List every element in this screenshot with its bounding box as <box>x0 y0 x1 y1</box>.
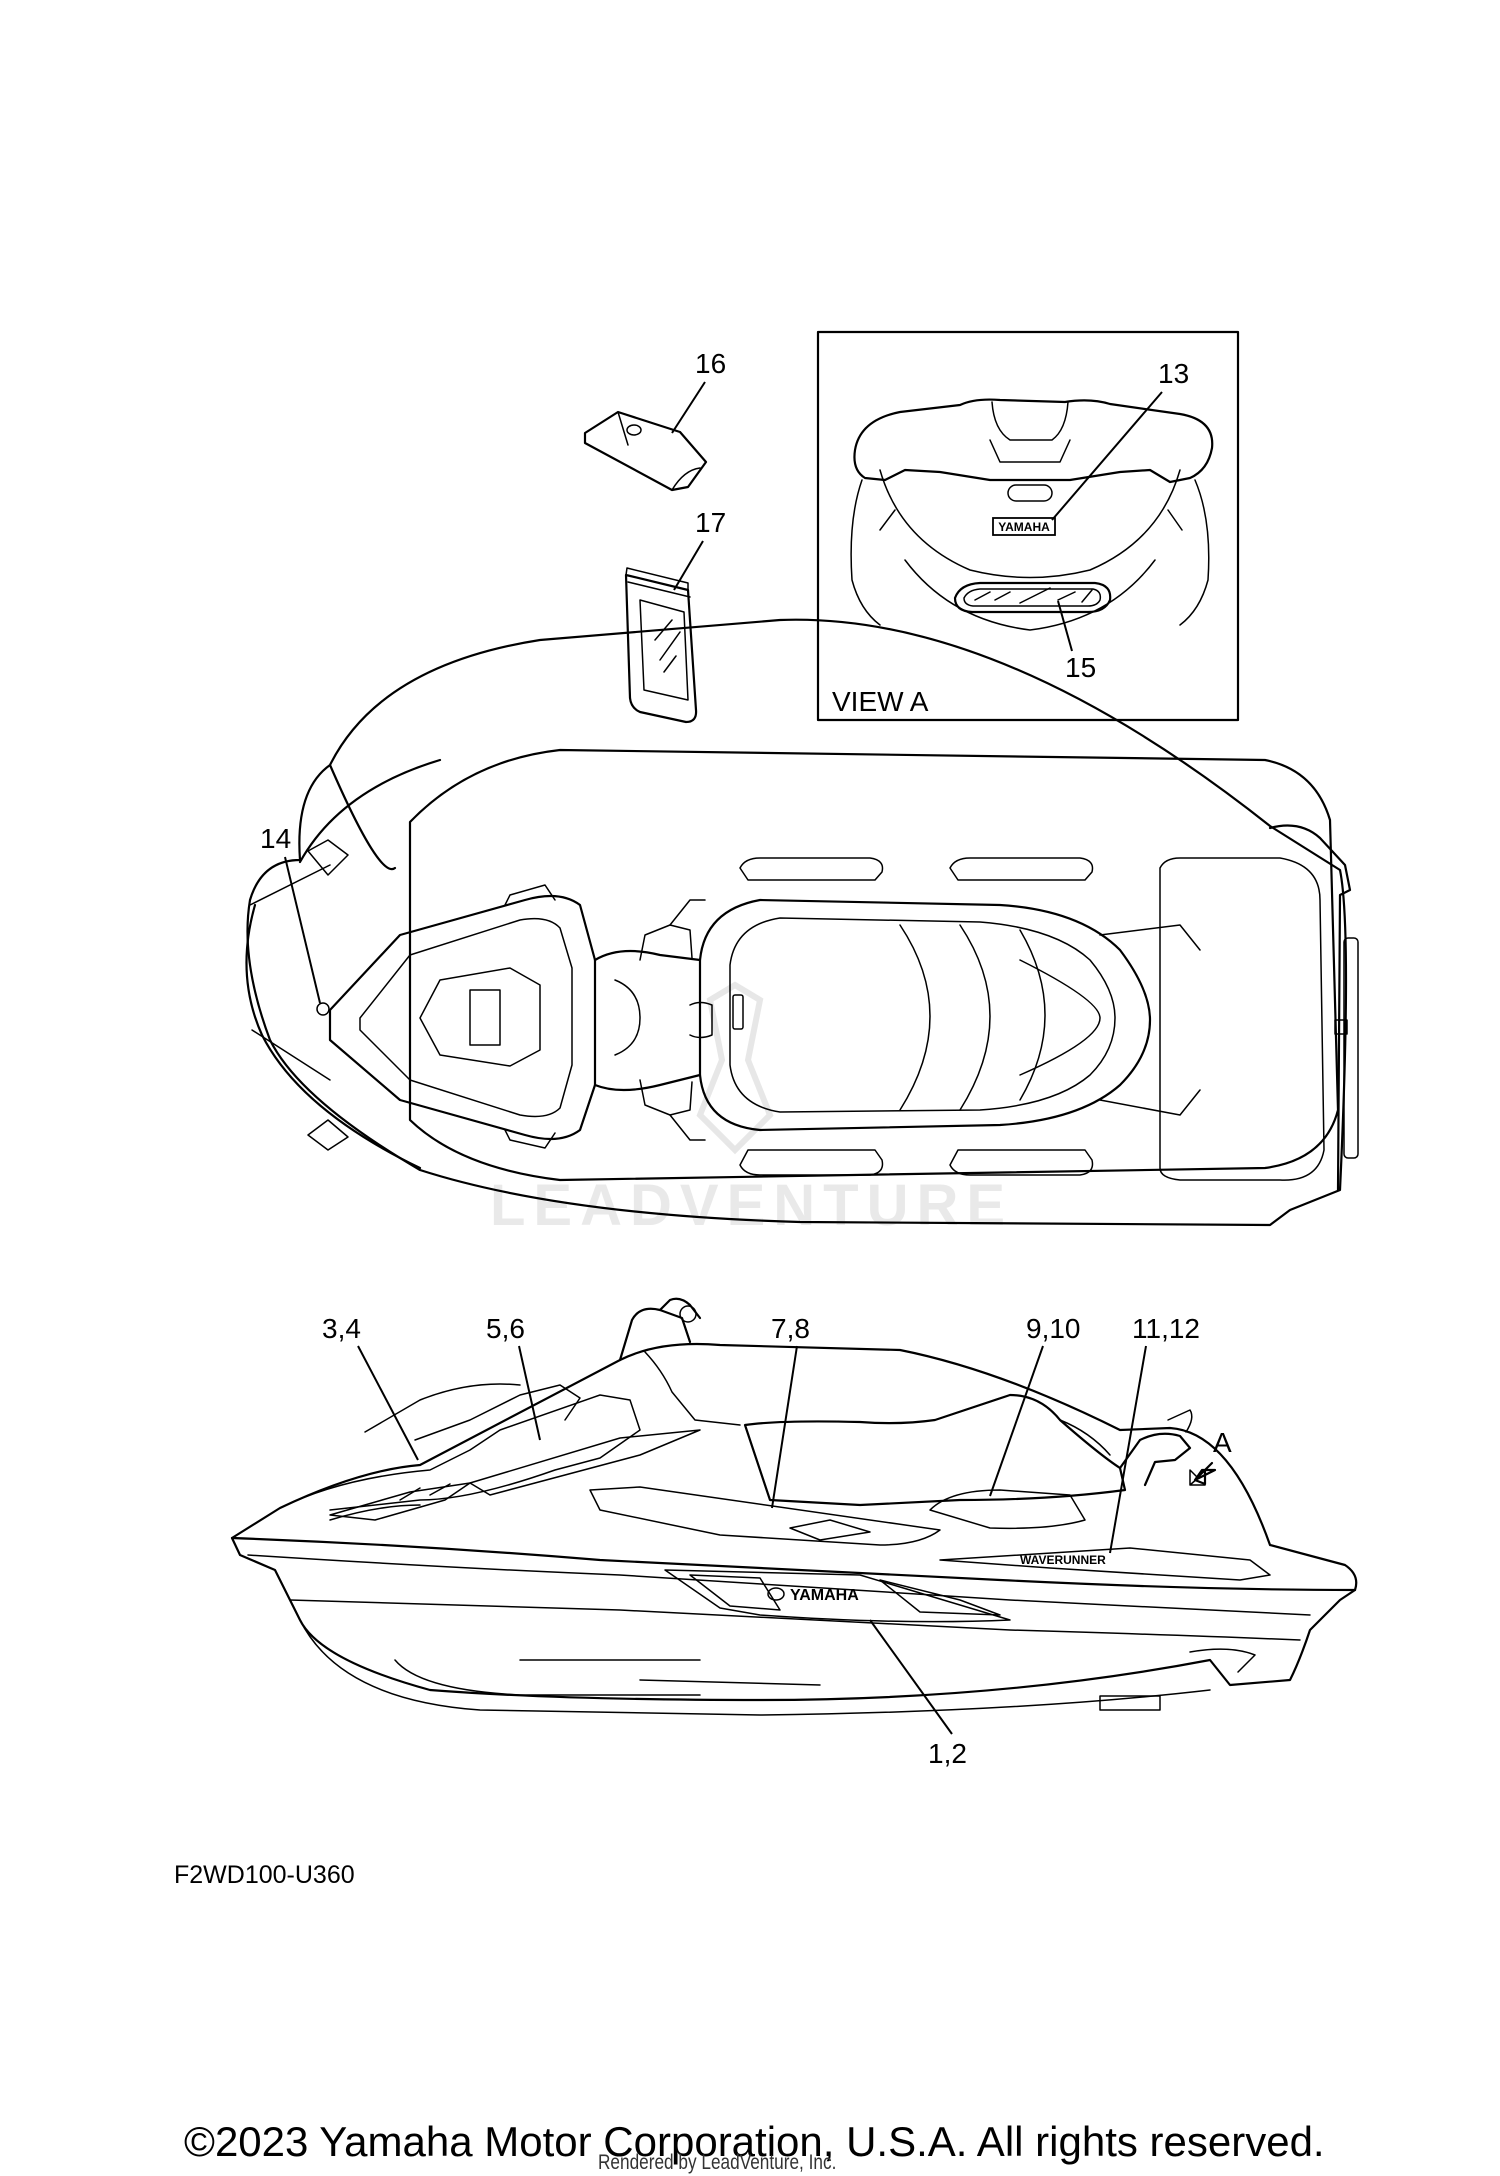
rendered-by-text: Rendered by LeadVenture, Inc. <box>598 2151 837 2174</box>
watermark-text: LEADVENTURE <box>490 1173 1013 1238</box>
leader-17 <box>673 540 704 591</box>
waverunner-text: WAVERUNNER <box>1020 1553 1106 1567</box>
leadventure-watermark: LEADVENTURE <box>490 981 1013 1238</box>
callout-5-6: 5,6 <box>486 1313 525 1344</box>
callout-14: 14 <box>260 823 291 854</box>
yamaha-plate-decal[interactable] <box>992 517 1056 536</box>
leader-11-12 <box>1109 1345 1147 1554</box>
side-view-hull: YAMAHA WAVERUNNER <box>230 1297 1358 1716</box>
decal-5-6[interactable] <box>469 1429 701 1496</box>
part-17-manual-bag[interactable] <box>624 567 698 724</box>
view-a-arrow-label: A <box>1213 1427 1232 1458</box>
copyright-text: ©2023 Yamaha Motor Corporation, U.S.A. A… <box>184 2118 1325 2165</box>
part-16-sleeve[interactable] <box>583 410 708 492</box>
callout-3-4: 3,4 <box>322 1313 361 1344</box>
callout-15: 15 <box>1065 652 1096 683</box>
callout-7-8: 7,8 <box>771 1313 810 1344</box>
leader-1-2 <box>869 1619 953 1735</box>
side-yamaha-decal[interactable] <box>664 1569 1011 1623</box>
decal-9-10[interactable] <box>929 1489 1086 1530</box>
leader-9-10 <box>989 1345 1044 1497</box>
callout-13: 13 <box>1158 358 1189 389</box>
yamaha-plate-text: YAMAHA <box>998 520 1050 534</box>
part-14-plug[interactable] <box>316 1002 330 1016</box>
top-view-hull <box>245 618 1359 1227</box>
leader-15 <box>1057 600 1073 652</box>
callout-16: 16 <box>695 348 726 379</box>
view-a-panel: YAMAHA 13 15 VIEW A <box>816 330 1240 722</box>
callout-9-10: 9,10 <box>1026 1313 1081 1344</box>
view-a-arrow <box>1193 1461 1217 1486</box>
side-yamaha-text: YAMAHA <box>790 1587 859 1604</box>
leader-14 <box>284 856 321 1004</box>
decal-3-4[interactable] <box>329 1482 471 1521</box>
view-a-frame <box>816 330 1240 722</box>
view-a-label: VIEW A <box>832 686 929 717</box>
leader-16 <box>671 381 706 434</box>
callout-11-12: 11,12 <box>1132 1313 1200 1344</box>
diagram-code: F2WD100-U360 <box>174 1861 355 1889</box>
callout-1-2: 1,2 <box>928 1738 967 1769</box>
decal-11-12[interactable] <box>939 1547 1271 1581</box>
leader-3-4 <box>357 1345 419 1461</box>
nanoxcel-badge-decal[interactable] <box>953 581 1112 614</box>
leader-7-8 <box>771 1345 798 1509</box>
decal-7-8[interactable] <box>589 1486 941 1546</box>
callout-17: 17 <box>695 507 726 538</box>
leader-5-6 <box>518 1345 541 1441</box>
leader-13 <box>1051 391 1163 521</box>
